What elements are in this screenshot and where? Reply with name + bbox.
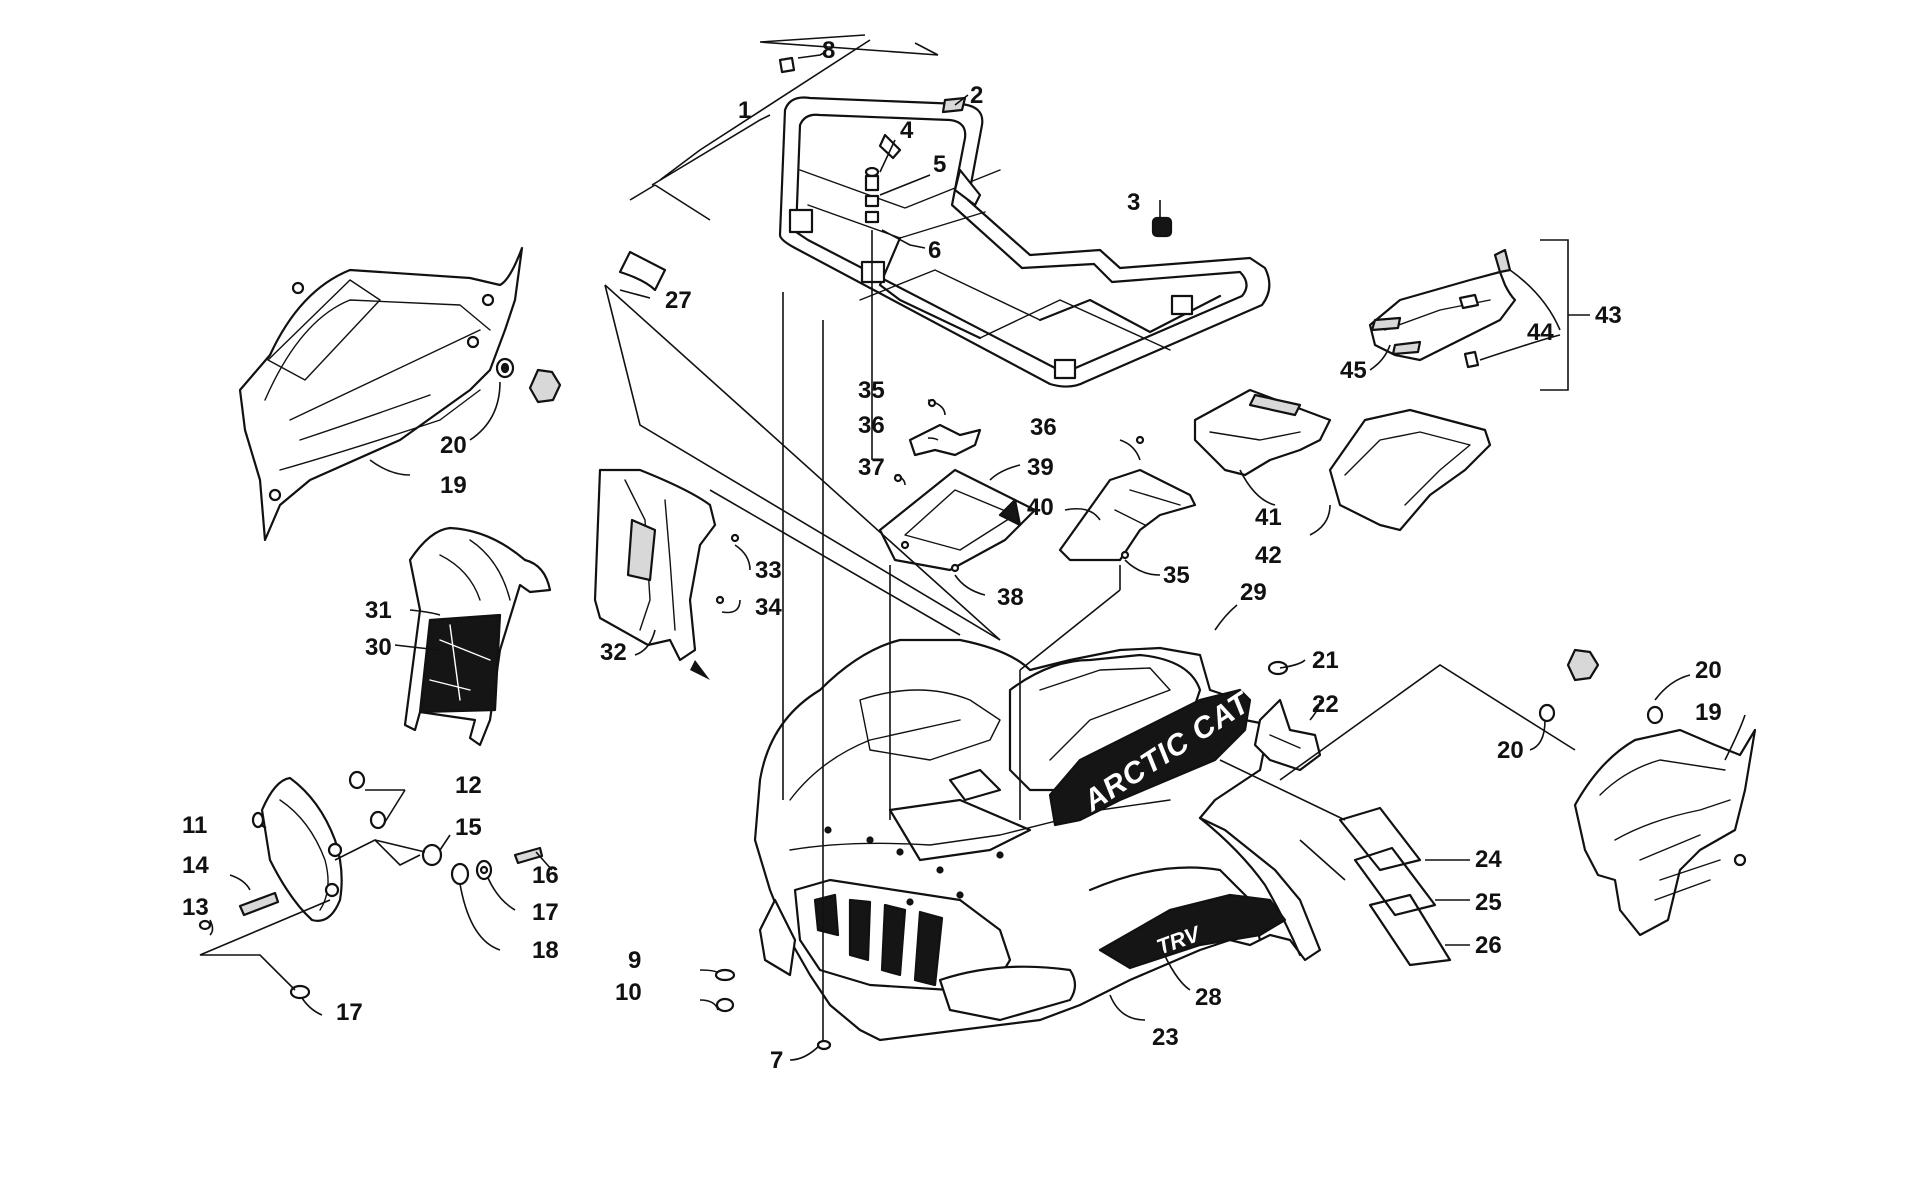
- callout-25: 25: [1475, 889, 1502, 916]
- screw-33-34: [715, 533, 740, 605]
- callout-20-left: 20: [440, 432, 467, 459]
- callout-33: 33: [755, 557, 782, 584]
- callout-9: 9: [628, 947, 641, 974]
- rear-cover-44: [1368, 248, 1517, 369]
- callout-14: 14: [182, 852, 209, 879]
- callout-43: 43: [1595, 302, 1622, 329]
- callout-20-right-a: 20: [1497, 737, 1524, 764]
- callout-28: 28: [1195, 984, 1222, 1011]
- callout-4: 4: [900, 117, 914, 144]
- front-fender-body: ARCTIC CAT TRV: [753, 638, 1322, 1042]
- callout-37: 37: [858, 454, 885, 481]
- callout-42: 42: [1255, 542, 1282, 569]
- callout-30: 30: [365, 634, 392, 661]
- callout-17b: 17: [336, 999, 363, 1026]
- bolt-8: [778, 56, 796, 74]
- callout-labels: 1 2 3 4 5 6 7 8 9 10 11 12 13 14 15 16 1…: [182, 37, 1722, 1074]
- callout-18: 18: [532, 937, 559, 964]
- adjuster-13-14: [198, 891, 280, 931]
- callout-11: 11: [182, 812, 207, 839]
- bolt-4-5-6: [864, 166, 880, 224]
- callout-23: 23: [1152, 1024, 1179, 1051]
- air-duct-32: [593, 468, 717, 662]
- callout-3: 3: [1127, 189, 1140, 216]
- callout-8: 8: [822, 37, 835, 64]
- callout-leaders: [209, 44, 1746, 1061]
- storage-lid-41: [1193, 388, 1332, 477]
- dash-panel-38: [878, 468, 1037, 573]
- callout-24: 24: [1475, 846, 1502, 873]
- callout-40: 40: [1027, 494, 1054, 521]
- callout-34: 34: [755, 594, 782, 621]
- callout-6: 6: [928, 237, 941, 264]
- grommet-20-left: [495, 357, 562, 404]
- callout-36b: 36: [1030, 414, 1057, 441]
- assembly-lines: [199, 230, 1576, 1045]
- screws-35-36-37: [893, 398, 1145, 560]
- callout-35a: 35: [858, 377, 885, 404]
- callout-39: 39: [1027, 454, 1054, 481]
- callout-12: 12: [455, 772, 482, 799]
- callout-20-right-b: 20: [1695, 657, 1722, 684]
- cover-40: [1058, 468, 1197, 562]
- callout-19-left: 19: [440, 472, 467, 499]
- hardware-15-16-17-18: [289, 843, 544, 1000]
- callout-31: 31: [365, 597, 392, 624]
- grommet-20-right: [1538, 648, 1664, 725]
- callout-5: 5: [933, 151, 946, 178]
- callout-2: 2: [970, 82, 983, 109]
- callout-10: 10: [615, 979, 642, 1006]
- callout-44: 44: [1527, 319, 1554, 346]
- storage-box-42: [1328, 408, 1492, 532]
- callout-36a: 36: [858, 412, 885, 439]
- headlight-11: [251, 776, 343, 922]
- callout-38: 38: [997, 584, 1024, 611]
- callout-45: 45: [1340, 357, 1367, 384]
- callout-32: 32: [600, 639, 627, 666]
- callout-15: 15: [455, 814, 482, 841]
- mount-bracket-22: [1253, 660, 1322, 772]
- callout-26: 26: [1475, 932, 1502, 959]
- fasteners-7-9-10: [714, 968, 832, 1051]
- callout-21: 21: [1312, 647, 1339, 674]
- bolt-12: [348, 770, 387, 830]
- left-side-panel: [238, 246, 524, 542]
- callout-29: 29: [1240, 579, 1267, 606]
- right-side-panel: [1573, 728, 1757, 937]
- callout-41: 41: [1255, 504, 1282, 531]
- callout-16: 16: [532, 862, 559, 889]
- decal-27: [618, 250, 667, 292]
- callout-27: 27: [665, 287, 692, 314]
- callout-19-right: 19: [1695, 699, 1722, 726]
- callout-1: 1: [738, 97, 751, 124]
- callout-13: 13: [182, 894, 209, 921]
- callout-17a: 17: [532, 899, 559, 926]
- callout-7: 7: [770, 1047, 783, 1074]
- headlight-shroud-30: [403, 526, 552, 747]
- decals-24-25-26: [1338, 806, 1452, 967]
- plug-3: [1151, 216, 1173, 238]
- bracket-36-left: [908, 423, 982, 457]
- callout-22: 22: [1312, 691, 1339, 718]
- front-rack: [778, 96, 1271, 388]
- callout-35b: 35: [1163, 562, 1190, 589]
